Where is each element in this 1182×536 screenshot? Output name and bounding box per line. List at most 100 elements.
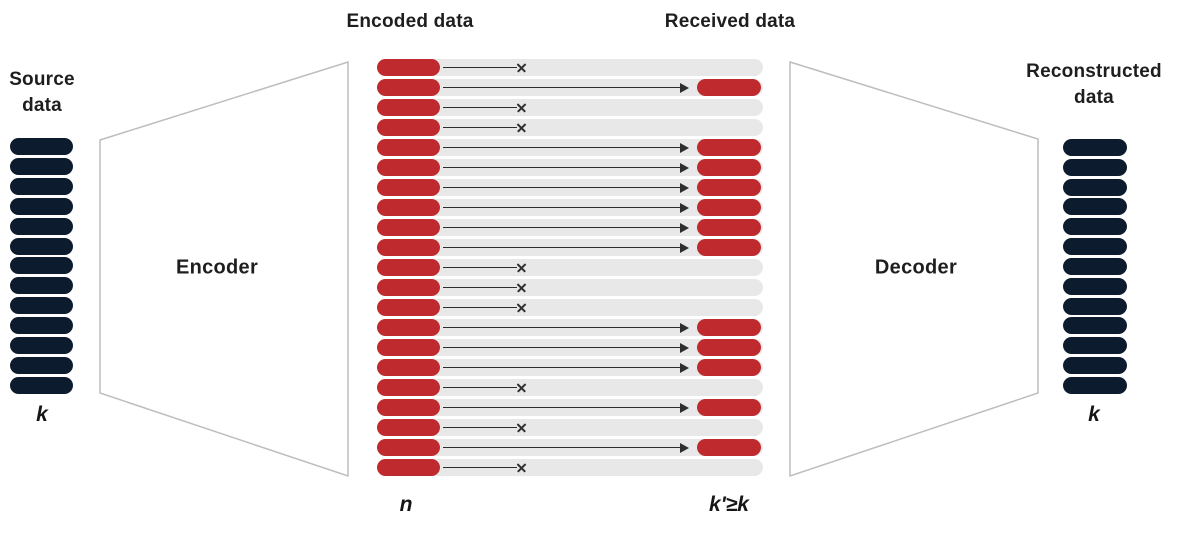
row-track (377, 379, 763, 396)
erasure-x-icon (516, 122, 527, 133)
arrowhead-icon (680, 82, 689, 93)
data-block (10, 237, 73, 255)
encoded-block (377, 399, 440, 416)
data-block (10, 197, 73, 215)
encoder-label: Encoder (175, 256, 259, 279)
channel-row (377, 339, 763, 356)
transmission-arrow (443, 306, 517, 309)
arrowhead-icon (680, 322, 689, 333)
data-block (10, 376, 73, 394)
transmission-arrow (443, 266, 517, 269)
transmission-arrow (443, 226, 681, 229)
erasure-x-icon (516, 302, 527, 313)
data-block (10, 177, 73, 195)
transmission-arrow (443, 126, 517, 129)
encoded-block (377, 279, 440, 296)
channel-row (377, 79, 763, 96)
row-track (377, 59, 763, 76)
transmission-arrow (443, 406, 681, 409)
row-track (377, 259, 763, 276)
erasure-x-icon (516, 382, 527, 393)
channel-row (377, 439, 763, 456)
encoded-block (377, 219, 440, 236)
source-data-label-line2: data (22, 95, 62, 116)
data-block (10, 257, 73, 275)
arrowhead-icon (680, 242, 689, 253)
data-block (1063, 139, 1127, 156)
transmission-arrow (443, 286, 517, 289)
erasure-x-icon (516, 262, 527, 273)
row-track (377, 459, 763, 476)
source-data-label: Source data (9, 67, 75, 119)
channel-row (377, 199, 763, 216)
data-block (10, 217, 73, 235)
channel-row (377, 279, 763, 296)
channel-row (377, 219, 763, 236)
received-block (697, 399, 761, 416)
channel-row (377, 419, 763, 436)
transmission-arrow (443, 246, 681, 249)
encoded-block (377, 379, 440, 396)
received-block (697, 179, 761, 196)
data-block (10, 337, 73, 355)
encoded-block (377, 339, 440, 356)
data-block (1063, 257, 1127, 275)
row-track (377, 299, 763, 316)
data-block (1063, 357, 1127, 375)
data-block (1063, 337, 1127, 355)
data-block (10, 356, 73, 374)
decoder-label: Decoder (874, 256, 958, 279)
received-block (697, 339, 761, 356)
data-block (10, 317, 73, 335)
channel-rows (377, 59, 763, 476)
encoded-block (377, 59, 440, 76)
row-track (377, 279, 763, 296)
arrowhead-icon (680, 222, 689, 233)
transmission-arrow (443, 326, 681, 329)
source-data-label-line1: Source (9, 69, 75, 90)
encoder-trapezoid (99, 60, 349, 478)
encoded-count-label: n (399, 493, 413, 516)
decoder-trapezoid (789, 60, 1039, 478)
received-block (697, 79, 761, 96)
transmission-arrow (443, 446, 681, 449)
received-block (697, 199, 761, 216)
encoded-block (377, 319, 440, 336)
data-block (10, 138, 73, 155)
row-track (377, 419, 763, 436)
row-track (377, 99, 763, 116)
received-data-title: Received data (664, 11, 796, 32)
reconstructed-data-label-line1: Reconstructed (1026, 61, 1162, 82)
transmission-arrow (443, 86, 681, 89)
channel-row (377, 119, 763, 136)
transmission-arrow (443, 66, 517, 69)
transmission-arrow (443, 366, 681, 369)
transmission-arrow (443, 466, 517, 469)
data-block (1063, 297, 1127, 315)
channel-row (377, 239, 763, 256)
channel-row (377, 159, 763, 176)
reconstructed-block-stack (1063, 139, 1127, 394)
encoded-block (377, 119, 440, 136)
received-block (697, 219, 761, 236)
data-block (1063, 277, 1127, 295)
transmission-arrow (443, 186, 681, 189)
data-block (1063, 317, 1127, 335)
encoded-block (377, 179, 440, 196)
encoded-block (377, 299, 440, 316)
transmission-arrow (443, 426, 517, 429)
encoded-block (377, 79, 440, 96)
arrowhead-icon (680, 142, 689, 153)
data-block (1063, 238, 1127, 256)
data-block (1063, 158, 1127, 176)
channel-row (377, 319, 763, 336)
encoded-block (377, 159, 440, 176)
transmission-arrow (443, 206, 681, 209)
channel-row (377, 299, 763, 316)
received-block (697, 319, 761, 336)
data-block (1063, 198, 1127, 216)
data-block (1063, 376, 1127, 394)
received-block (697, 159, 761, 176)
